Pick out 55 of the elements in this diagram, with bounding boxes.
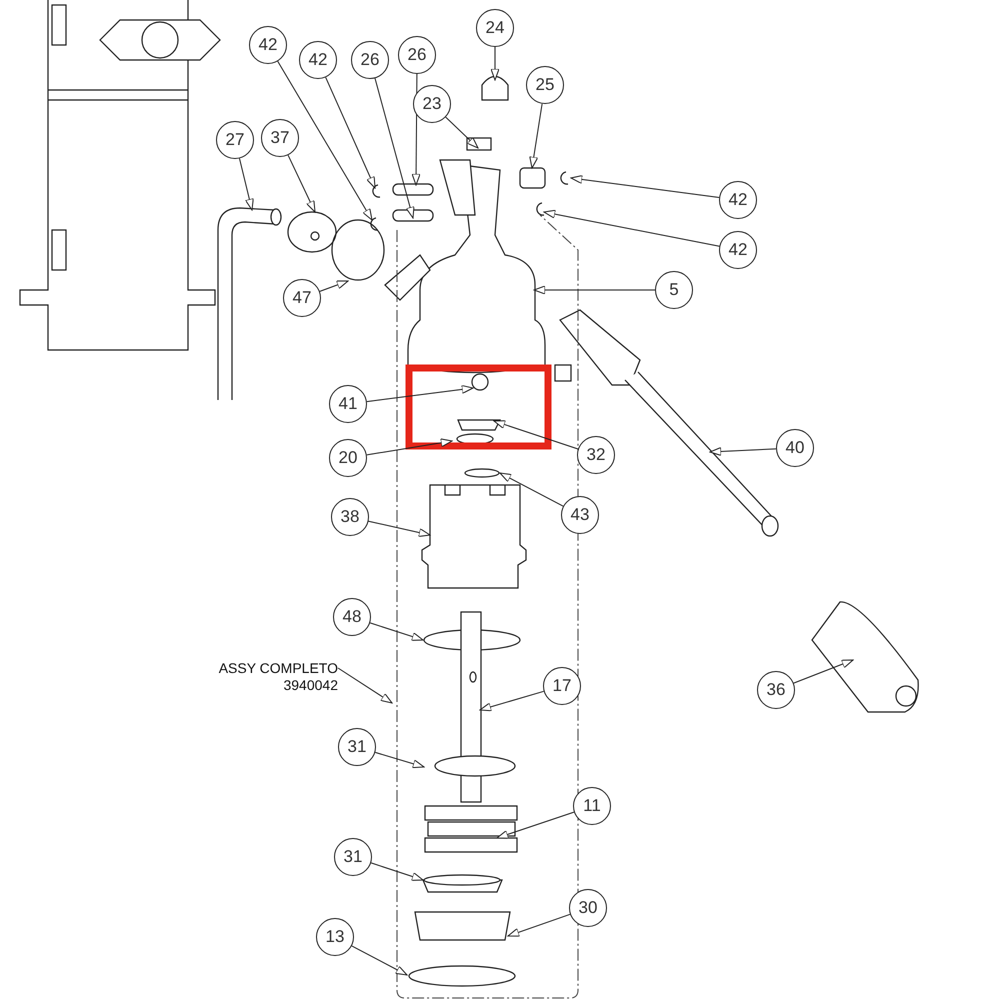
leader-line	[494, 420, 578, 450]
callout-number: 20	[329, 439, 367, 477]
callout-number: 27	[216, 121, 254, 159]
callout-number: 17	[543, 667, 581, 705]
callout-number: 48	[333, 598, 371, 636]
leader-line	[793, 660, 854, 684]
leader-line	[710, 447, 776, 456]
callout-number: 25	[526, 66, 564, 104]
callout-number: 31	[338, 728, 376, 766]
leader-line	[370, 862, 424, 881]
leader-line	[496, 812, 574, 839]
callout-number: 24	[476, 9, 514, 47]
leader-line	[534, 286, 656, 294]
callout-number: 30	[569, 889, 607, 927]
callout-number: 5	[655, 271, 693, 309]
leader-line	[366, 384, 474, 402]
callout-number: 26	[351, 41, 389, 79]
callout-number: 31	[334, 838, 372, 876]
callout-number: 47	[283, 279, 321, 317]
leader-line	[374, 78, 414, 218]
callout-number: 37	[261, 119, 299, 157]
assembly-note: ASSY COMPLETO 3940042	[188, 660, 338, 694]
leader-line	[366, 438, 452, 456]
callout-number: 42	[719, 231, 757, 269]
leader-line	[508, 914, 571, 937]
callout-number: 38	[331, 498, 369, 536]
callout-number: 40	[776, 429, 814, 467]
leader-line	[570, 174, 720, 198]
callout-number: 23	[413, 85, 451, 123]
leader-line	[351, 945, 408, 976]
callout-number: 41	[329, 385, 367, 423]
callout-number: 42	[249, 26, 287, 64]
callout-number: 11	[573, 787, 611, 825]
leader-line	[490, 46, 500, 80]
leader-line	[500, 472, 564, 507]
leader-line	[445, 116, 478, 148]
leader-line	[480, 690, 544, 712]
callout-number: 26	[398, 36, 436, 74]
leader-line	[544, 210, 720, 247]
callout-number: 32	[577, 436, 615, 474]
leader-line	[239, 158, 254, 210]
callout-number: 43	[561, 496, 599, 534]
leader-line	[529, 103, 543, 168]
leader-line	[325, 76, 376, 188]
leader-line	[338, 668, 392, 704]
leader-line	[370, 622, 424, 641]
leader-line	[277, 60, 372, 220]
callout-number: 13	[316, 918, 354, 956]
callout-number: 42	[299, 41, 337, 79]
leader-line	[374, 752, 424, 768]
leader-line	[288, 154, 316, 212]
callout-number: 36	[757, 671, 795, 709]
callout-number: 42	[719, 181, 757, 219]
leader-line	[319, 280, 348, 292]
leader-line	[368, 520, 430, 537]
